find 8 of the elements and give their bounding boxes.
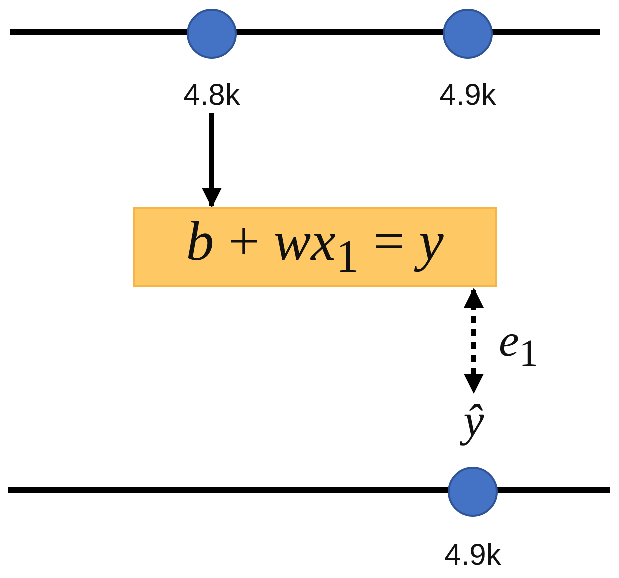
arrow <box>464 288 484 394</box>
edge-label: e$_{1}$ <box>499 318 539 374</box>
value-label: 4.8k <box>184 79 240 112</box>
value-label: 4.9k <box>444 539 502 572</box>
value-label: 4.9k <box>440 79 496 112</box>
formula-box: b + wx$_{1}$ = y <box>133 207 497 287</box>
arrow <box>202 113 222 208</box>
prediction-symbol: ŷ <box>448 393 500 449</box>
